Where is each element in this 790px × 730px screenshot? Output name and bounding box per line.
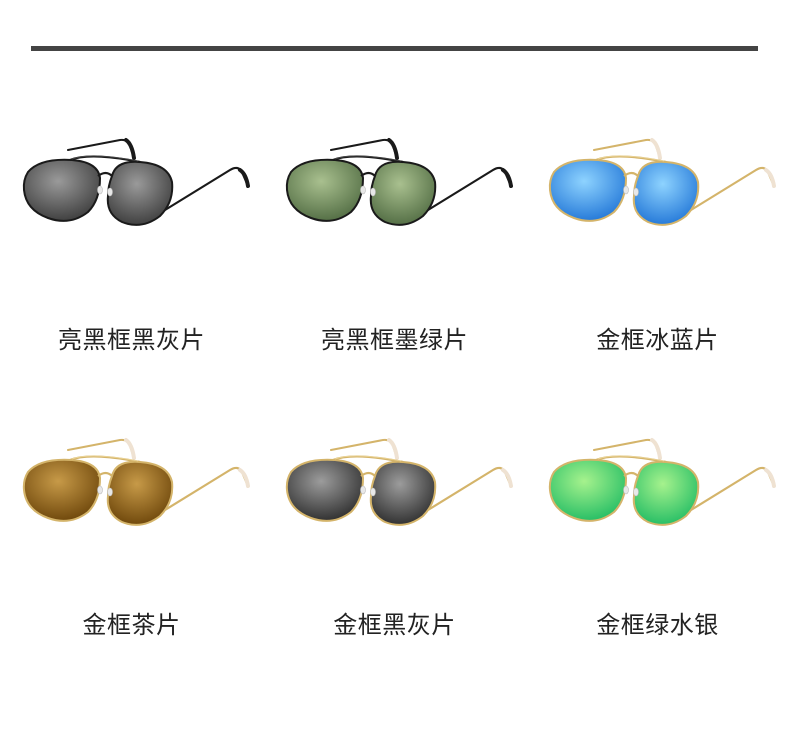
product-label: 亮黑框墨绿片: [321, 326, 468, 354]
sunglasses-image: [548, 438, 776, 526]
top-divider: [31, 46, 758, 51]
product-label: 金框冰蓝片: [596, 326, 719, 354]
product-card[interactable]: 金框黑灰片: [263, 430, 526, 730]
product-card[interactable]: 金框绿水银: [526, 430, 789, 730]
product-label: 亮黑框黑灰片: [58, 326, 205, 354]
product-card[interactable]: 金框茶片: [0, 430, 263, 730]
sunglasses-image: [22, 138, 250, 226]
sunglasses-image: [285, 438, 513, 526]
product-label: 金框黑灰片: [333, 611, 456, 639]
product-label: 金框茶片: [82, 611, 181, 639]
product-card[interactable]: 金框冰蓝片: [526, 130, 789, 430]
product-grid: 亮黑框黑灰片 亮黑框墨绿片 金框冰蓝片金框茶片 金框黑灰片 金框绿水银: [0, 130, 789, 639]
sunglasses-image: [22, 438, 250, 526]
product-card[interactable]: 亮黑框黑灰片: [0, 130, 263, 430]
sunglasses-image: [285, 138, 513, 226]
product-label: 金框绿水银: [596, 611, 719, 639]
product-card[interactable]: 亮黑框墨绿片: [263, 130, 526, 430]
sunglasses-image: [548, 138, 776, 226]
